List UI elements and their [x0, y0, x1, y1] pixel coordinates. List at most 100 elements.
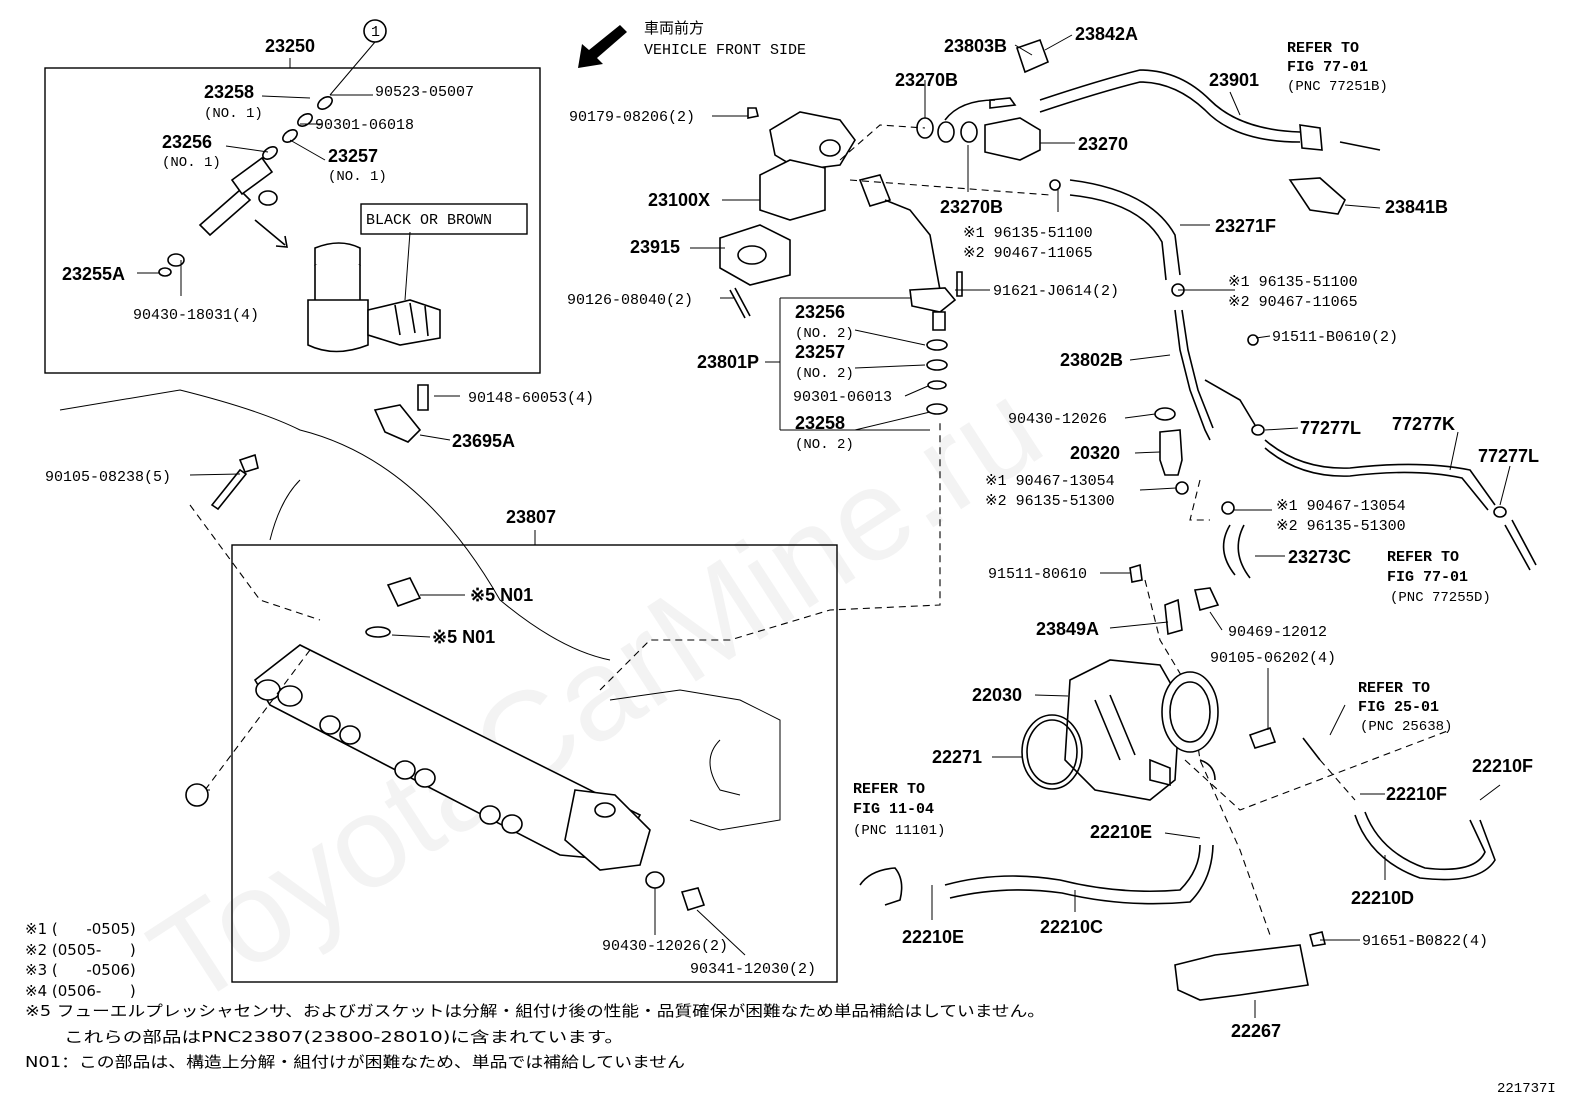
label-77277l-a[interactable]: 77277L — [1300, 418, 1361, 438]
hose-23273c-inner — [1237, 524, 1251, 579]
note-5: ※5 フューエルプレッシャセンサ、およびガスケットは分解・組付け後の性能・品質確… — [25, 1002, 1045, 1020]
label-20320[interactable]: 20320 — [1070, 443, 1120, 463]
gasket-22271-inner — [1026, 719, 1078, 785]
label-23842a[interactable]: 23842A — [1075, 24, 1138, 44]
pipe-23802b — [1174, 309, 1211, 441]
label-23271f[interactable]: 23271F — [1215, 216, 1276, 236]
label-22210f-right[interactable]: 22210F — [1472, 756, 1533, 776]
label-90430-12026-2[interactable]: 90430-12026(2) — [602, 938, 728, 955]
label-23270b-top[interactable]: 23270B — [895, 70, 958, 90]
label-96135-51300-b[interactable]: ※2 96135-51300 — [1276, 518, 1406, 535]
throttle-body-22030 — [1064, 659, 1219, 801]
label-90430-12026[interactable]: 90430-12026 — [1008, 411, 1107, 428]
label-23250[interactable]: 23250 — [265, 36, 315, 56]
label-refer-to-77251b-2[interactable]: FIG 77-01 — [1287, 59, 1368, 76]
bolt-91511 — [1129, 563, 1143, 583]
label-refer-to-11101-1: REFER TO — [853, 781, 925, 798]
bracket-22267 — [1174, 944, 1309, 1001]
pulsation-damper — [916, 38, 1050, 161]
label-90467-11065-b[interactable]: ※2 90467-11065 — [1228, 294, 1358, 311]
label-23255a[interactable]: 23255A — [62, 264, 125, 284]
label-90148-60053[interactable]: 90148-60053(4) — [468, 390, 594, 407]
bolt-90105-06202 — [1248, 726, 1277, 749]
label-23803b[interactable]: 23803B — [944, 36, 1007, 56]
label-90105-08238[interactable]: 90105-08238(5) — [45, 469, 171, 486]
label-90179-08206[interactable]: 90179-08206(2) — [569, 109, 695, 126]
clip-90469 — [1194, 587, 1220, 611]
label-77277k[interactable]: 77277K — [1392, 414, 1455, 434]
bracket-23849a — [1164, 598, 1183, 636]
label-23256-no2[interactable]: 23256 — [795, 302, 845, 322]
label-23257-no1[interactable]: 23257 — [328, 146, 378, 166]
label-91511-80610[interactable]: 91511-80610 — [988, 566, 1087, 583]
leader-lines — [137, 34, 1511, 1018]
label-22267[interactable]: 22267 — [1231, 1021, 1281, 1041]
label-90467-13054-a[interactable]: ※1 90467-13054 — [985, 473, 1115, 490]
label-90341-12030[interactable]: 90341-12030(2) — [690, 961, 816, 978]
label-refer-to-25638-3: (PNC 25638) — [1360, 719, 1452, 735]
label-23258-no1[interactable]: 23258 — [204, 82, 254, 102]
label-refer-to-11101-2[interactable]: FIG 11-04 — [853, 801, 934, 818]
label-90523-05007[interactable]: 90523-05007 — [375, 84, 474, 101]
label-23258-no2[interactable]: 23258 — [795, 413, 845, 433]
label-23256-no1[interactable]: 23256 — [162, 132, 212, 152]
label-22210c[interactable]: 22210C — [1040, 917, 1103, 937]
label-23273c[interactable]: 23273C — [1288, 547, 1351, 567]
hose-22210d-inner — [1364, 811, 1486, 871]
label-23802b[interactable]: 23802B — [1060, 350, 1123, 370]
label-refer-to-77255d-2[interactable]: FIG 77-01 — [1387, 569, 1468, 586]
label-23270b-bottom[interactable]: 23270B — [940, 197, 1003, 217]
bracket-23801p — [765, 297, 930, 431]
note-1: ※1 ( -0505) — [25, 920, 136, 938]
bolt-91651 — [1309, 931, 1326, 947]
label-96135-51300-a[interactable]: ※2 96135-51300 — [985, 493, 1115, 510]
label-90301-06018[interactable]: 90301-06018 — [315, 117, 414, 134]
label-91651-b0822[interactable]: 91651-B0822(4) — [1362, 933, 1488, 950]
injector-kit-box — [44, 67, 541, 374]
label-23256-no1-sub: (NO. 1) — [162, 155, 221, 171]
label-23801p[interactable]: 23801P — [697, 352, 759, 372]
front-side-jp: 車両前方 — [644, 19, 704, 37]
label-90430-18031[interactable]: 90430-18031(4) — [133, 307, 259, 324]
label-n01-sensor[interactable]: ※5 N01 — [470, 585, 533, 605]
label-23901[interactable]: 23901 — [1209, 70, 1259, 90]
label-96135-51100-a[interactable]: ※1 96135-51100 — [963, 225, 1093, 242]
label-91621-j0614[interactable]: 91621-J0614(2) — [993, 283, 1119, 300]
label-96135-51100-b[interactable]: ※1 96135-51100 — [1228, 274, 1358, 291]
hose-77277k — [1264, 439, 1496, 506]
hose-tail — [1339, 141, 1381, 151]
label-22210f-mid[interactable]: 22210F — [1386, 784, 1447, 804]
label-90105-06202[interactable]: 90105-06202(4) — [1210, 650, 1336, 667]
label-90301-06013[interactable]: 90301-06013 — [793, 389, 892, 406]
label-23257-no2[interactable]: 23257 — [795, 342, 845, 362]
label-22210e-bottom[interactable]: 22210E — [902, 927, 964, 947]
label-23270[interactable]: 23270 — [1078, 134, 1128, 154]
note-3: ※3 ( -0506) — [25, 961, 136, 979]
label-23915[interactable]: 23915 — [630, 237, 680, 257]
label-77277l-b[interactable]: 77277L — [1478, 446, 1539, 466]
front-arrow-icon — [578, 25, 627, 68]
label-refer-to-25638-2[interactable]: FIG 25-01 — [1358, 699, 1439, 716]
hose-77277k-inner — [1264, 447, 1489, 511]
label-90126-08040[interactable]: 90126-08040(2) — [567, 292, 693, 309]
label-23807[interactable]: 23807 — [506, 507, 556, 527]
note-4: ※4 (0506- ) — [25, 982, 136, 1000]
label-90469-12012[interactable]: 90469-12012 — [1228, 624, 1327, 641]
label-23695a[interactable]: 23695A — [452, 431, 515, 451]
label-23849a[interactable]: 23849A — [1036, 619, 1099, 639]
label-23100x[interactable]: 23100X — [648, 190, 710, 210]
label-n01-gasket[interactable]: ※5 N01 — [432, 627, 495, 647]
label-22030[interactable]: 22030 — [972, 685, 1022, 705]
label-22210d[interactable]: 22210D — [1351, 888, 1414, 908]
label-23841b[interactable]: 23841B — [1385, 197, 1448, 217]
label-91511-b0610[interactable]: 91511-B0610(2) — [1272, 329, 1398, 346]
label-22210e-top[interactable]: 22210E — [1090, 822, 1152, 842]
label-refer-to-11101-3: (PNC 11101) — [853, 823, 945, 839]
label-90467-13054-b[interactable]: ※1 90467-13054 — [1276, 498, 1406, 515]
label-22271[interactable]: 22271 — [932, 747, 982, 767]
label-90467-11065-a[interactable]: ※2 90467-11065 — [963, 245, 1093, 262]
callout-circle-1-bottom — [185, 783, 209, 807]
fuel-pump-illustration — [719, 107, 963, 331]
